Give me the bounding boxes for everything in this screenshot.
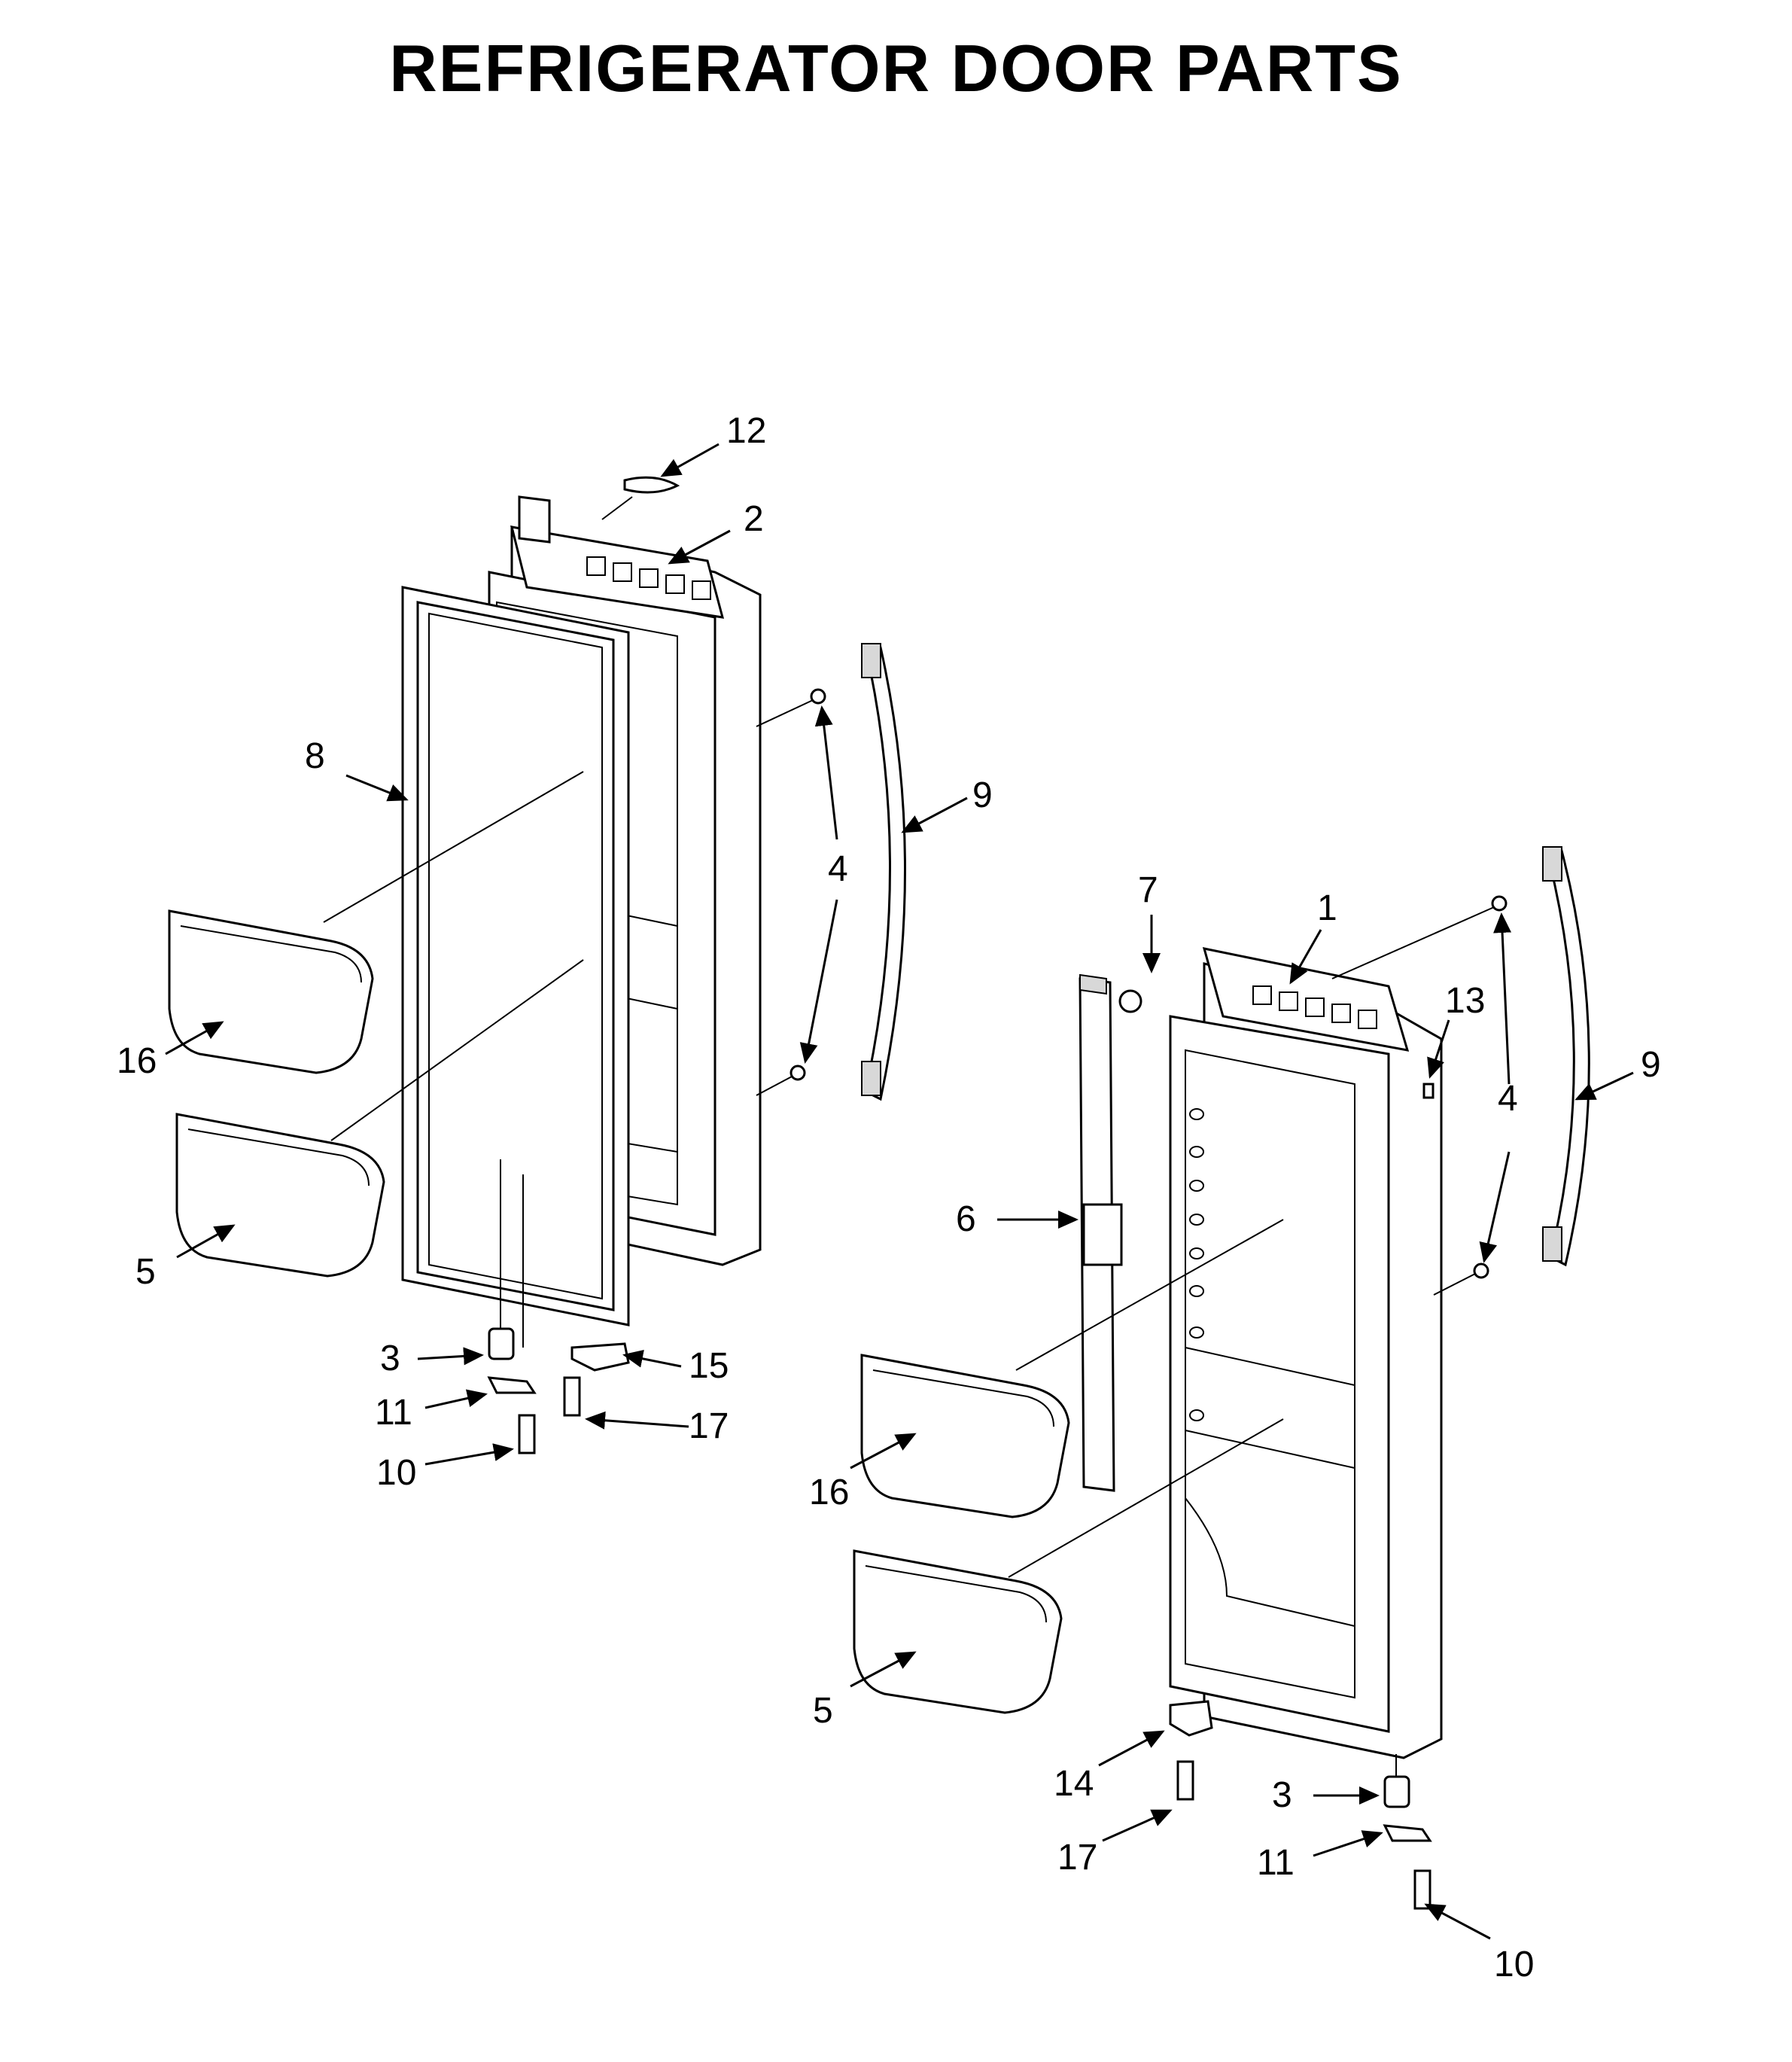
callout-10-right: 10 xyxy=(1494,1945,1534,1984)
callout-3-left: 3 xyxy=(380,1339,400,1378)
callout-11-left: 11 xyxy=(375,1393,412,1433)
left-door-assembly xyxy=(168,476,906,1454)
callout-9-right: 9 xyxy=(1641,1045,1661,1085)
right-door-mullion xyxy=(1079,973,1142,1492)
right-handle-screw-bottom xyxy=(1433,1262,1489,1296)
callout-4-right: 4 xyxy=(1498,1079,1518,1119)
diagram-title: REFRIGERATOR DOOR PARTS xyxy=(389,31,1403,105)
callout-17-right: 17 xyxy=(1057,1838,1097,1878)
right-door-liner xyxy=(1169,947,1443,1759)
right-door-bin-upper xyxy=(860,1219,1284,1518)
right-door-handle xyxy=(1542,846,1590,1267)
right-door-bin-lower xyxy=(853,1418,1284,1714)
callout-13: 13 xyxy=(1445,981,1485,1021)
callout-17-left: 17 xyxy=(689,1406,729,1446)
left-handle-screw-top xyxy=(756,688,826,727)
callout-3-right: 3 xyxy=(1272,1775,1292,1815)
callout-4-left: 4 xyxy=(828,849,848,889)
callout-14: 14 xyxy=(1054,1764,1094,1804)
callout-16-right: 16 xyxy=(809,1473,849,1512)
callout-labels: 12 2 8 9 4 16 5 3 15 11 17 10 7 1 13 9 4… xyxy=(117,411,1661,1984)
callout-2: 2 xyxy=(744,499,764,539)
callout-5-left: 5 xyxy=(135,1252,156,1292)
callout-7: 7 xyxy=(1138,870,1158,910)
callout-arrows xyxy=(165,443,1634,1940)
right-hinge-parts xyxy=(1169,1700,1432,1910)
right-handle-screw-top xyxy=(1331,895,1508,979)
right-door-assembly xyxy=(853,846,1590,1910)
callout-11-right: 11 xyxy=(1257,1843,1295,1883)
left-door-handle xyxy=(861,643,906,1101)
callout-10-left: 10 xyxy=(376,1453,416,1493)
right-top-screw xyxy=(1422,1083,1435,1099)
callout-15: 15 xyxy=(689,1346,729,1386)
callout-1: 1 xyxy=(1317,888,1337,928)
callout-5-right: 5 xyxy=(813,1691,833,1731)
callout-12: 12 xyxy=(726,411,766,451)
callout-9-left: 9 xyxy=(972,775,993,815)
left-handle-screw-bottom xyxy=(756,1065,806,1096)
left-hinge-parts xyxy=(487,1159,630,1454)
left-top-seal xyxy=(601,476,680,520)
left-door-gasket xyxy=(401,586,630,1326)
callout-8: 8 xyxy=(305,736,325,776)
callout-16-left: 16 xyxy=(117,1041,157,1081)
callout-6: 6 xyxy=(956,1199,976,1239)
